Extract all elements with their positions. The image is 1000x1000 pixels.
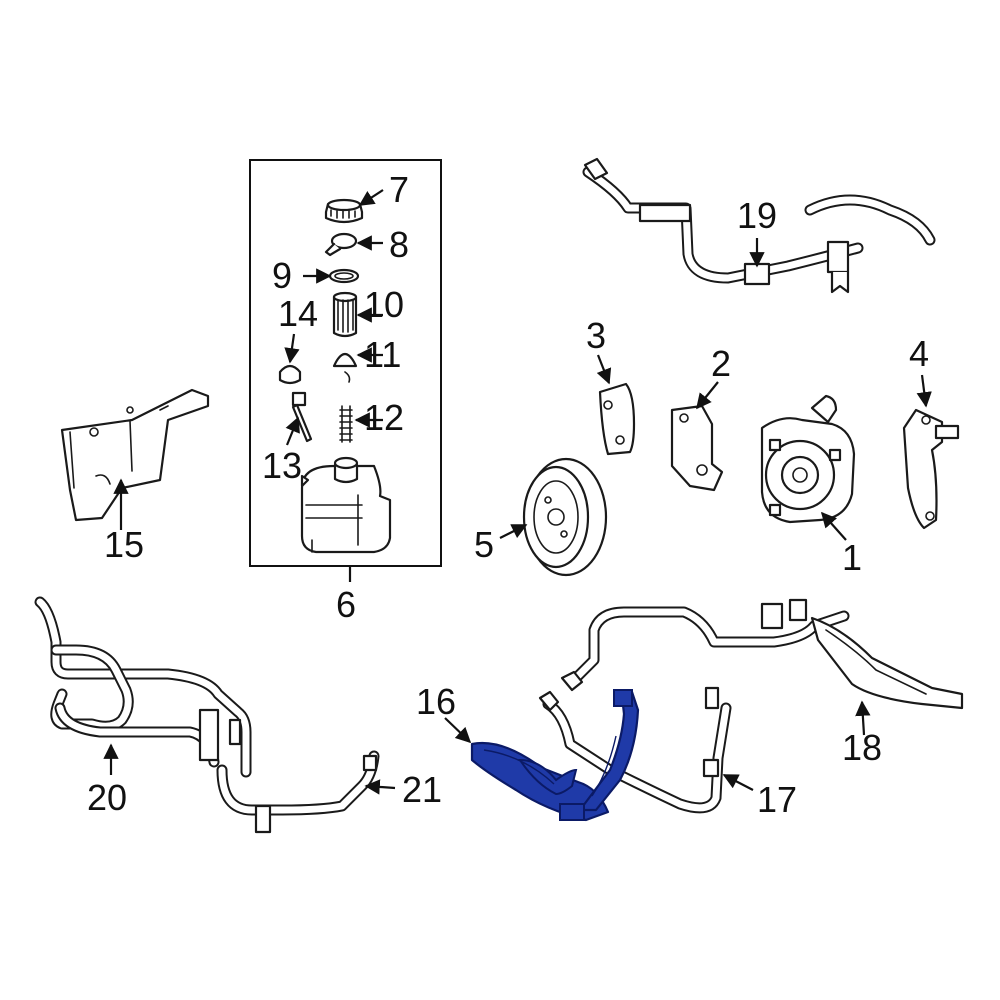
callout-10: 10: [364, 284, 404, 325]
return-hose-17: [538, 686, 732, 814]
callout-15: 15: [104, 524, 144, 565]
dipstick-13: [291, 391, 313, 443]
reservoir-cap-7: [324, 198, 364, 224]
pressure-hose-16-highlighted: [470, 689, 640, 822]
bracket-2: [670, 404, 724, 492]
pressure-hose-18: [560, 598, 964, 710]
vent-fitting-8: [324, 232, 358, 257]
pulley-5: [522, 457, 608, 577]
callout-17: 17: [757, 779, 797, 820]
return-hose-19: [582, 157, 936, 294]
callout-20: 20: [87, 777, 127, 818]
bracket-4: [902, 408, 960, 530]
filter-10: [332, 291, 358, 338]
callout-21: 21: [402, 769, 442, 810]
callout-11: 11: [364, 334, 401, 375]
callout-4: 4: [909, 333, 929, 374]
callout-18: 18: [842, 727, 882, 768]
callout-3: 3: [586, 315, 606, 356]
callout-6: 6: [336, 584, 356, 625]
callout-13: 13: [262, 445, 302, 486]
callout-9: 9: [272, 255, 292, 296]
oil-cooler-20: [34, 596, 252, 778]
callout-7: 7: [389, 169, 409, 210]
cap-14: [278, 364, 302, 385]
reservoir-kit-frame: [249, 159, 442, 567]
spring-12: [339, 371, 353, 443]
callout-12: 12: [364, 397, 404, 438]
callout-2: 2: [711, 343, 731, 384]
callout-19: 19: [737, 195, 777, 236]
callout-1: 1: [842, 537, 862, 578]
cooler-line-21: [216, 750, 380, 834]
callout-5: 5: [474, 524, 494, 565]
reservoir-body: [300, 456, 392, 554]
callout-8: 8: [389, 224, 409, 265]
power-steering-pump-1: [760, 394, 856, 524]
heat-shield-15: [60, 388, 210, 522]
callout-14: 14: [278, 293, 318, 334]
seal-11: [332, 352, 358, 368]
callout-16: 16: [416, 681, 456, 722]
